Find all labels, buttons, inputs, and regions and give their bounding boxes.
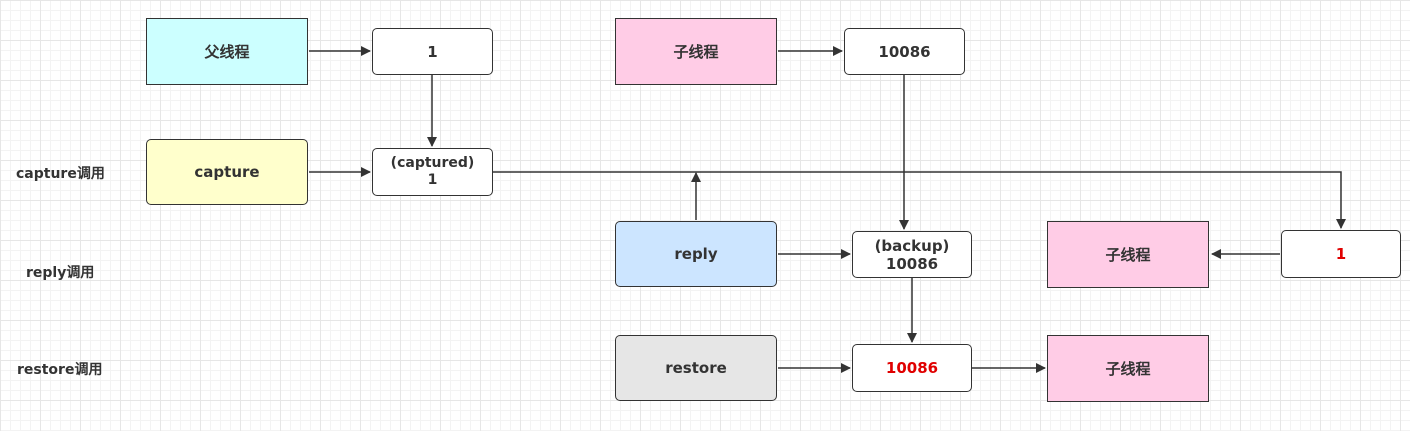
parent-thread-label: 父线程 xyxy=(204,42,250,61)
backup-label-line2: 10086 xyxy=(885,254,939,273)
row-label-reply: reply调用 xyxy=(26,265,95,281)
restore-label: restore xyxy=(665,359,727,377)
restored-value-label: 10086 xyxy=(885,359,939,377)
child-thread-label-top: 子线程 xyxy=(673,42,719,61)
child-thread-label-restore: 子线程 xyxy=(1105,359,1151,378)
capture-node: capture xyxy=(146,139,308,205)
reply-value-label: 1 xyxy=(1335,245,1347,263)
child-thread-node-top: 子线程 xyxy=(615,18,777,85)
captured-node: (captured) 1 xyxy=(372,148,493,196)
restored-value-node: 10086 xyxy=(852,344,972,392)
capture-label: capture xyxy=(194,163,260,181)
child-value-node-top: 10086 xyxy=(844,28,965,75)
restore-node: restore xyxy=(615,335,777,401)
row-label-capture: capture调用 xyxy=(16,166,105,182)
backup-label-line1: (backup) xyxy=(874,236,950,255)
captured-label-line2: 1 xyxy=(427,172,438,188)
captured-label-line1: (captured) xyxy=(390,155,475,171)
reply-label: reply xyxy=(674,245,718,263)
child-thread-label-reply: 子线程 xyxy=(1105,245,1151,264)
parent-value-node: 1 xyxy=(372,28,493,75)
row-label-restore: restore调用 xyxy=(17,362,103,378)
parent-value-label: 1 xyxy=(427,42,438,61)
child-thread-node-reply: 子线程 xyxy=(1047,221,1209,288)
reply-value-node: 1 xyxy=(1281,230,1401,278)
reply-node: reply xyxy=(615,221,777,287)
child-value-label-top: 10086 xyxy=(878,42,931,61)
backup-node: (backup) 10086 xyxy=(852,231,972,278)
parent-thread-node: 父线程 xyxy=(146,18,308,85)
edge-captured-to-reply-value xyxy=(493,171,1346,229)
child-thread-node-restore: 子线程 xyxy=(1047,335,1209,402)
